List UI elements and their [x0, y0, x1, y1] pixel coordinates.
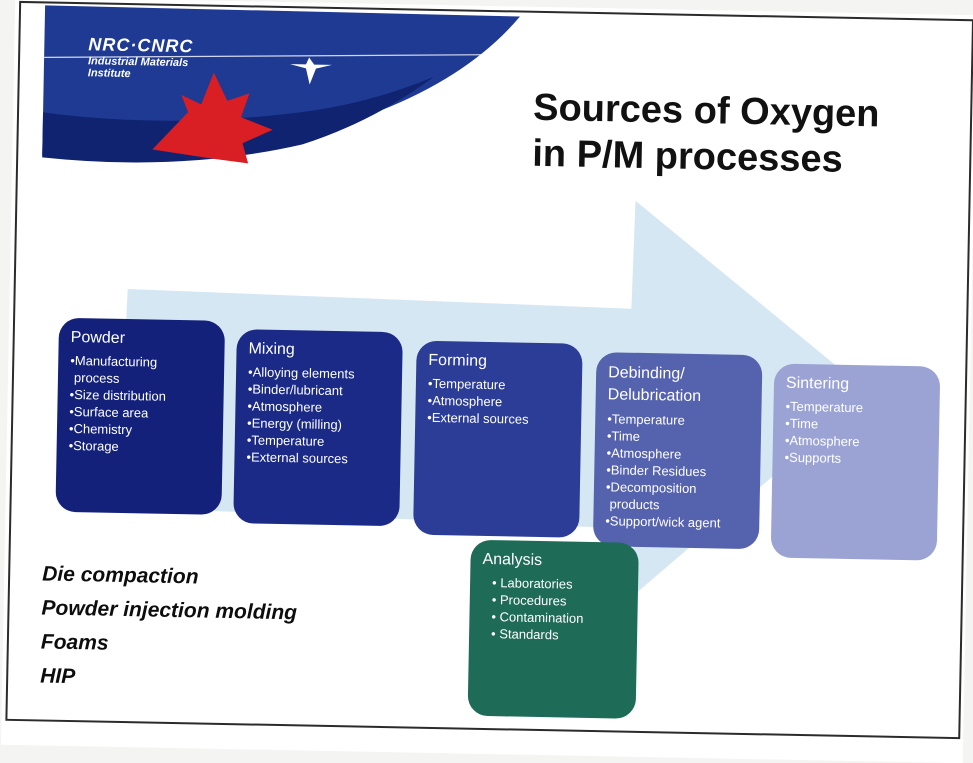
- step-item: •External sources: [427, 409, 529, 427]
- step-title: Mixing: [248, 340, 295, 359]
- step-mixing: Mixing •Alloying elements •Binder/lubric…: [233, 329, 403, 527]
- step-title-line-2: Delubrication: [607, 386, 702, 406]
- star-flare-icon: [290, 57, 333, 85]
- analysis-box: Analysis Laboratories Procedures Contami…: [467, 539, 639, 719]
- step-forming: Forming •Temperature •Atmosphere •Extern…: [413, 340, 583, 538]
- step-debinding: Debinding/ Delubrication •Temperature •T…: [592, 352, 763, 550]
- step-title: Sintering: [785, 374, 850, 393]
- step-sintering: Sintering •Temperature •Time •Atmosphere…: [770, 363, 941, 561]
- step-item: •Supports: [784, 449, 842, 466]
- process-item: Foams: [40, 630, 109, 655]
- process-list: Die compaction Powder injection molding …: [40, 557, 298, 698]
- step-title: Forming: [428, 351, 488, 370]
- step-title: Powder: [70, 328, 126, 348]
- step-title-line-1: Debinding/: [607, 364, 685, 383]
- process-item: Powder injection molding: [41, 596, 298, 625]
- step-item: •External sources: [246, 449, 348, 467]
- step-powder: Powder •Manufacturing process •Size dist…: [55, 317, 226, 515]
- process-item: Die compaction: [41, 562, 199, 589]
- analysis-title: Analysis: [482, 550, 543, 570]
- step-item: •Support/wick agent: [605, 513, 721, 531]
- step-item: •Storage: [68, 437, 119, 454]
- analysis-item: Standards: [491, 625, 625, 645]
- maple-leaf-icon: [152, 72, 273, 164]
- nrc-banner: [42, 5, 520, 164]
- process-item: HIP: [40, 664, 76, 689]
